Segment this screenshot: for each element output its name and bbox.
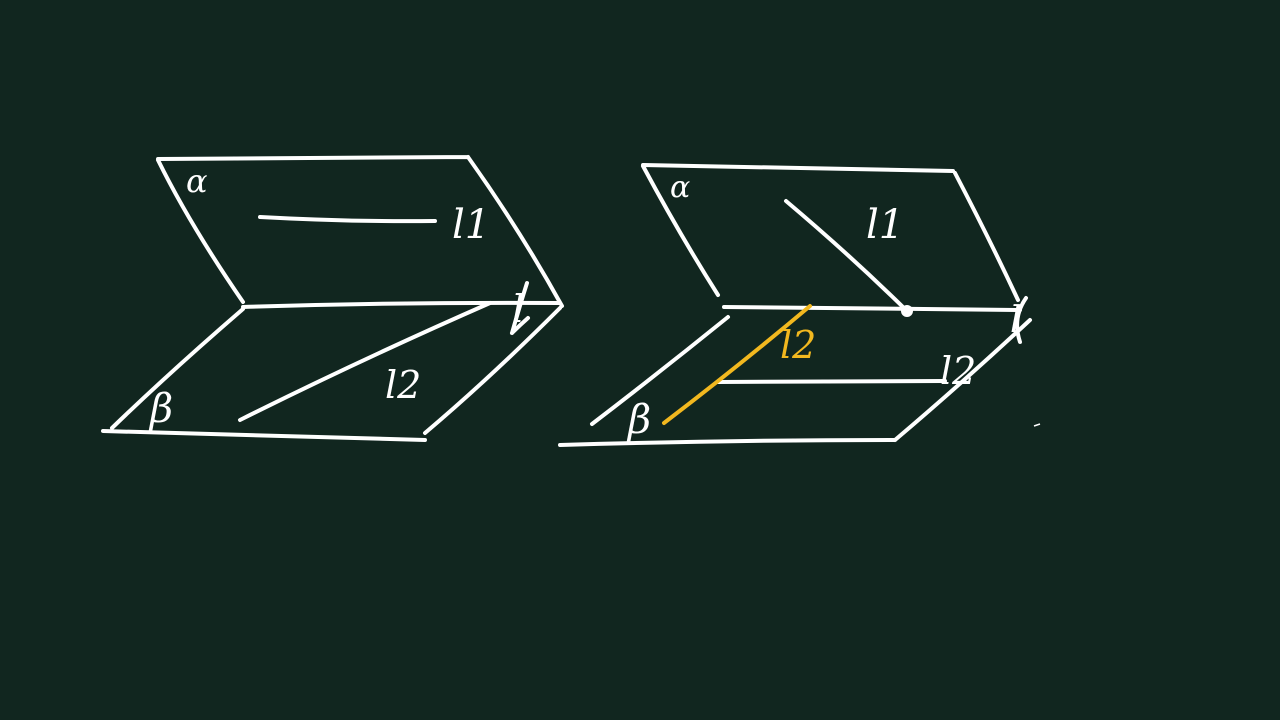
right-highlighted-line-l2 [662,304,812,425]
right-l-label: l [1010,300,1022,341]
right-alpha-label: α [670,170,690,205]
left-beta-label: β [148,386,173,432]
left-plane-alpha-outline [156,155,564,308]
left-alpha-label: α [186,162,208,200]
right-parallel-line-l2 [716,379,947,384]
left-l2-label: l2 [385,363,421,407]
left-line-l1 [258,215,437,224]
right-l-mark [1015,296,1028,344]
right-highlighted-l2-label: l2 [780,323,816,367]
right-dihedral-figure: α l1 l l2 l2 β [558,163,1041,447]
right-parallel-l2-label: l2 [940,349,976,393]
right-intersection-point [901,305,913,317]
right-plane-alpha-outline [641,163,1020,302]
left-dihedral-figure: α l1 l l2 β [101,155,564,442]
right-plane-beta-outline [558,315,1032,447]
right-intersection-line [722,305,1022,312]
left-intersection-line [241,300,562,309]
right-line-l1 [784,199,908,312]
right-beta-label: β [626,397,651,443]
left-l1-label: l1 [452,202,490,248]
left-l-label: l [512,287,524,331]
left-plane-beta-outline [101,306,562,442]
left-line-l2 [238,301,492,422]
left-l-mark [510,281,530,335]
right-chalk-dash [1033,423,1041,427]
right-l1-label: l1 [866,202,904,248]
